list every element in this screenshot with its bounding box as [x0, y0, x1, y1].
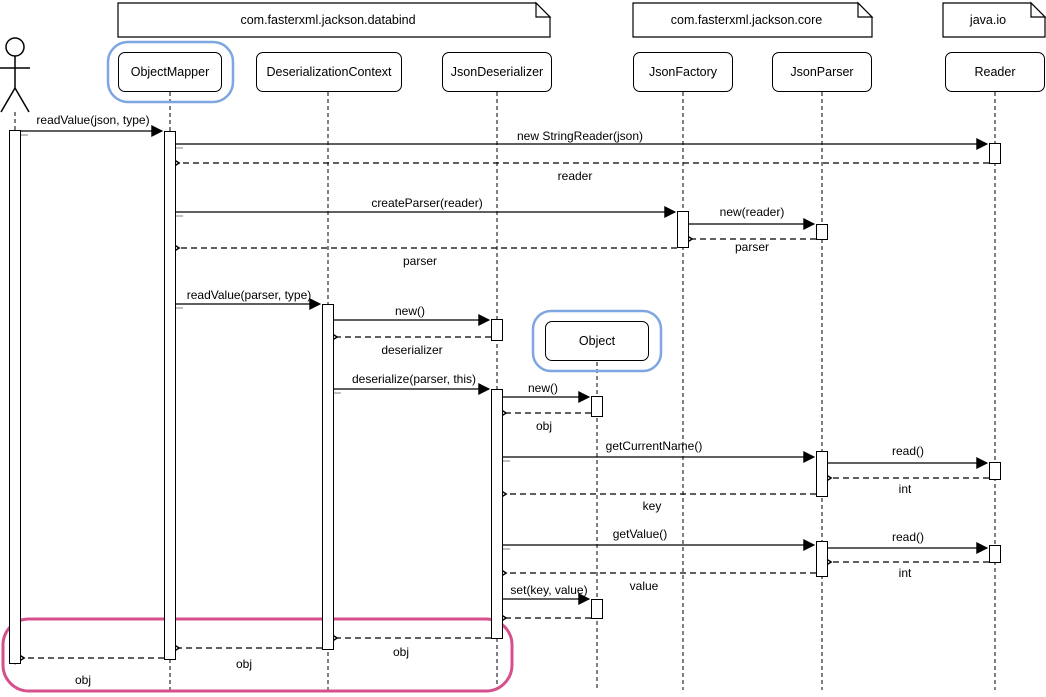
call-arrows — [21, 125, 989, 605]
activation-reader-read-2 — [989, 545, 1001, 563]
package-label-javaio: java.io — [969, 13, 1007, 27]
package-label-core: com.fasterxml.jackson.core — [670, 13, 823, 27]
actor-stick-figure — [0, 37, 30, 113]
message-label-obj-1: obj — [535, 419, 553, 433]
lifeline-head-jsonfactory: JsonFactory — [633, 52, 733, 92]
message-label-getcurrentname: getCurrentName() — [605, 439, 703, 453]
package-note-databind — [117, 1, 552, 38]
message-label-readvalue-json-type: readValue(json, type) — [36, 113, 150, 127]
message-label-set-key-value: set(key, value) — [510, 583, 588, 597]
message-label-readvalue-parser-type: readValue(parser, type) — [186, 288, 312, 302]
activation-deserializationcontext — [322, 304, 334, 650]
message-label-new-reader: new(reader) — [719, 205, 785, 219]
highlight-object — [531, 309, 663, 373]
message-label-parser-1: parser — [734, 240, 770, 254]
message-label-obj-3: obj — [235, 657, 253, 671]
message-label-read-2: read() — [891, 530, 925, 544]
message-label-obj-4: obj — [74, 673, 92, 687]
activation-reader-stringreader — [989, 143, 1001, 164]
message-label-getvalue: getValue() — [612, 527, 668, 541]
activation-objectmapper — [164, 131, 176, 660]
highlight-objectmapper — [106, 40, 235, 104]
activation-jsonparser-getcurrentname — [816, 451, 828, 497]
message-label-reader: reader — [557, 169, 593, 183]
lifeline-head-deserializationcontext: DeserializationContext — [256, 52, 402, 92]
call-start-ticks — [21, 134, 510, 550]
activation-jsonparser-getvalue — [816, 541, 828, 577]
lifeline-head-objectmapper: ObjectMapper — [118, 52, 222, 92]
activation-reader-read-1 — [989, 462, 1001, 480]
message-label-int-1: int — [898, 482, 912, 496]
activation-object-set — [591, 599, 603, 619]
activation-actor — [9, 130, 21, 664]
message-label-new-2: new() — [527, 381, 559, 395]
message-label-new-1: new() — [394, 304, 426, 318]
message-label-deserializer: deserializer — [381, 343, 443, 357]
package-label-databind: com.fasterxml.jackson.databind — [240, 13, 416, 27]
activation-jsondeserializer-main — [491, 389, 503, 639]
return-arrows — [14, 156, 989, 665]
highlight-return-region — [1, 617, 514, 693]
activation-jsonparser-new — [816, 224, 828, 240]
lifeline-head-object: Object — [545, 321, 649, 361]
message-label-createparser: createParser(reader) — [371, 196, 483, 210]
activation-jsonfactory — [677, 211, 689, 248]
message-label-read-1: read() — [891, 444, 925, 458]
message-label-new-stringreader: new StringReader(json) — [516, 129, 644, 143]
message-label-value: value — [629, 579, 659, 593]
activation-object-new — [591, 396, 603, 417]
lifeline-head-reader: Reader — [945, 52, 1045, 92]
message-label-parser-2: parser — [402, 254, 438, 268]
message-label-int-2: int — [898, 566, 912, 580]
message-label-obj-2: obj — [392, 645, 410, 659]
message-label-key: key — [642, 499, 662, 513]
message-label-deserialize: deserialize(parser, this) — [351, 372, 477, 386]
package-note-javaio — [942, 1, 1046, 38]
lifelines — [14, 92, 996, 690]
activation-jsondeserializer-new — [491, 319, 503, 341]
package-note-core — [632, 1, 874, 38]
lifeline-head-jsonparser: JsonParser — [772, 52, 872, 92]
lifeline-head-jsondeserializer: JsonDeserializer — [442, 52, 552, 92]
